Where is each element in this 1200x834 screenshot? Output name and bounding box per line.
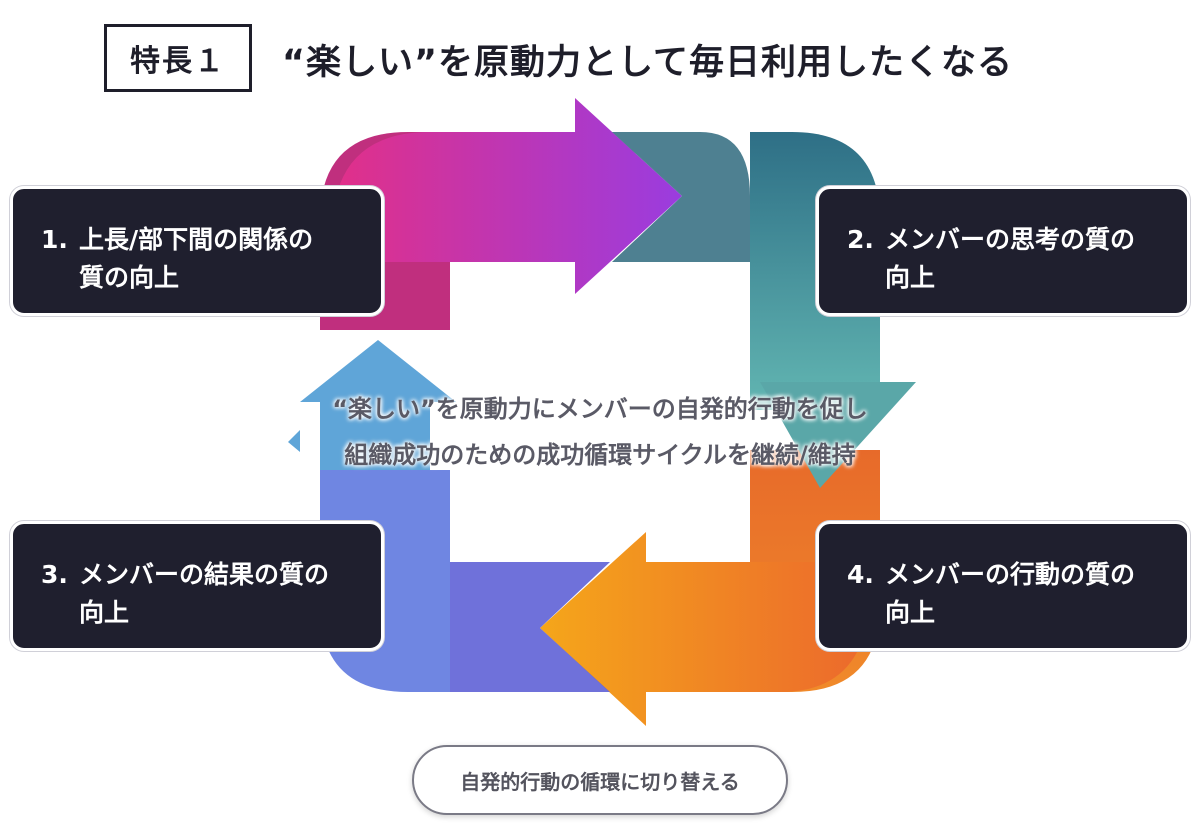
cycle-node-2: 2. メンバーの思考の質の 向上 bbox=[816, 186, 1190, 316]
node-number: 1. bbox=[41, 225, 68, 254]
page-title: “楽しい”を原動力として毎日利用したくなる bbox=[282, 43, 1013, 83]
center-caption-line2: 組織成功のための成功循環サイクルを継続/維持 bbox=[344, 441, 856, 469]
node-label-line1: メンバーの思考の質の bbox=[885, 225, 1136, 254]
node-number: 2. bbox=[847, 225, 874, 254]
center-caption-line1: “楽しい”を原動力にメンバーの自発的行動を促し bbox=[332, 395, 868, 423]
cycle-node-3: 3. メンバーの結果の質の 向上 bbox=[10, 521, 384, 651]
right-arrow bbox=[760, 382, 916, 488]
header: 特長１ “楽しい”を原動力として毎日利用したくなる bbox=[0, 0, 1200, 110]
feature-badge: 特長１ bbox=[104, 24, 252, 92]
node-label-line1: メンバーの結果の質の bbox=[79, 560, 330, 589]
footer-pill-label: 自発的行動の循環に切り替える bbox=[412, 745, 788, 815]
bottom-arrow-dark-band bbox=[450, 562, 610, 692]
node-number: 4. bbox=[847, 560, 874, 589]
node-label-line2: 質の向上 bbox=[79, 263, 180, 292]
node-number: 3. bbox=[41, 560, 68, 589]
top-arrow-dark-band bbox=[612, 132, 750, 262]
cycle-node-1: 1. 上長/部下間の関係の 質の向上 bbox=[10, 186, 384, 316]
node-label-line2: 向上 bbox=[885, 263, 936, 292]
top-arrow bbox=[340, 98, 682, 294]
cycle-node-4: 4. メンバーの行動の質の 向上 bbox=[816, 521, 1190, 651]
node-label-line1: メンバーの行動の質の bbox=[885, 560, 1136, 589]
node-label-line2: 向上 bbox=[885, 598, 936, 627]
left-arrow bbox=[300, 340, 456, 470]
node-label-line1: 上長/部下間の関係の bbox=[79, 225, 314, 254]
center-caption: “楽しい”を原動力にメンバーの自発的行動を促し 組織成功のための成功循環サイクル… bbox=[250, 386, 950, 478]
node-label-line2: 向上 bbox=[79, 598, 130, 627]
bottom-arrow bbox=[540, 532, 860, 726]
left-arrow-notch bbox=[288, 430, 300, 452]
